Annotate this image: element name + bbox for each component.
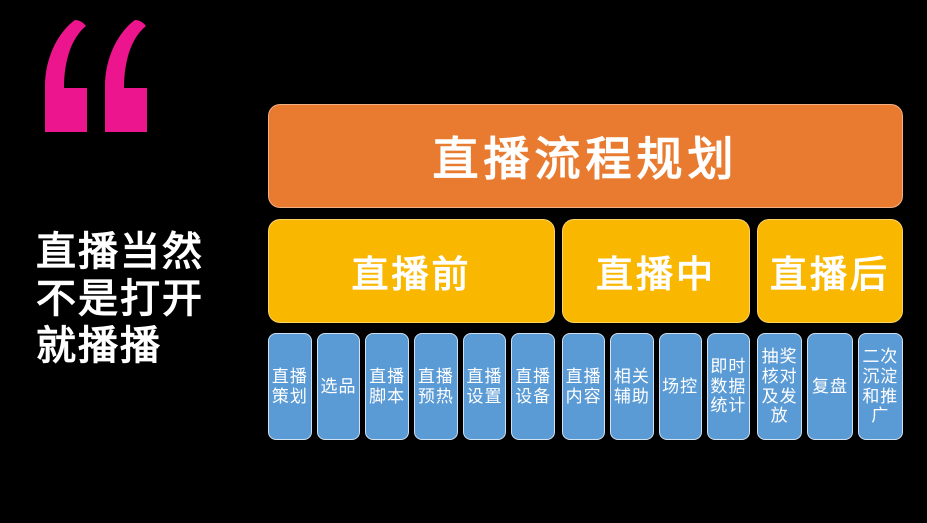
item-live-content: 直播内容: [562, 333, 606, 440]
diagram-title-box: 直播流程规划: [268, 104, 903, 208]
item-product-selection: 选品: [316, 333, 361, 440]
phase-during-live: 直播中: [562, 219, 750, 323]
phase-label: 直播前: [351, 254, 472, 295]
item-related-support: 相关辅助: [610, 333, 654, 440]
item-realtime-data-stats: 即时数据统计: [706, 333, 750, 440]
items-during-live: 直播内容 相关辅助 场控 即时数据统计: [562, 333, 750, 440]
item-scene-control: 场控: [658, 333, 702, 440]
tagline: 直播当然 不是打开 就播播: [36, 229, 204, 370]
phase-before-live: 直播前: [268, 219, 555, 323]
item-lottery-check-delivery: 抽奖核对及发放: [757, 333, 803, 440]
item-review: 复盘: [807, 333, 853, 440]
items-before-live: 直播策划 选品 直播脚本 直播预热 直播设置 直播设备: [268, 333, 556, 440]
diagram-title: 直播流程规划: [432, 133, 739, 185]
tagline-line-3: 就播播: [36, 324, 162, 368]
item-live-warmup: 直播预热: [414, 333, 458, 440]
item-live-equipment: 直播设备: [511, 333, 556, 440]
item-live-script: 直播脚本: [365, 333, 410, 440]
tagline-line-1: 直播当然: [36, 230, 204, 274]
items-row: 直播策划 选品 直播脚本 直播预热 直播设置 直播设备: [268, 333, 903, 440]
phase-label: 直播后: [770, 254, 890, 295]
phase-label: 直播中: [596, 254, 716, 295]
phase-after-live: 直播后: [757, 219, 903, 323]
items-after-live: 抽奖核对及发放 复盘 二次沉淀和推广: [757, 333, 903, 440]
process-diagram: 直播流程规划 直播前 直播中 直播后 直播策划 选品 直播: [268, 104, 903, 440]
double-quote-icon: [45, 20, 147, 132]
tagline-line-2: 不是打开: [36, 277, 204, 321]
item-live-planning: 直播策划: [268, 333, 312, 440]
phase-row: 直播前 直播中 直播后: [268, 219, 903, 323]
item-secondary-promotion: 二次沉淀和推广: [857, 333, 903, 440]
item-live-setup: 直播设置: [462, 333, 507, 440]
